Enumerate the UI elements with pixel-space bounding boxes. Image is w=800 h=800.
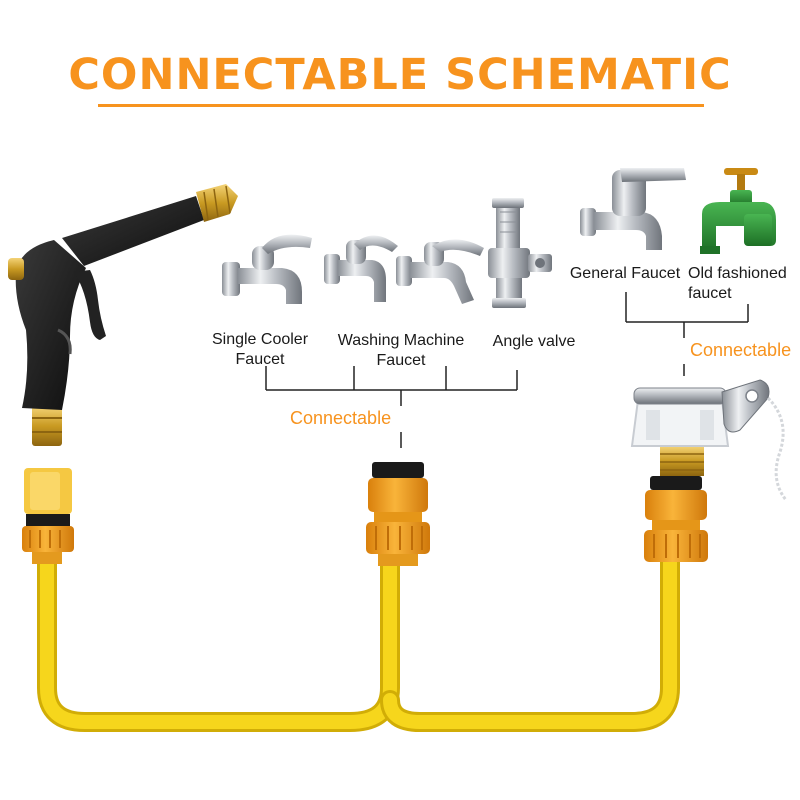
general-faucet-icon [580,168,686,250]
right-group-bracket [625,292,749,376]
connectable-label-right: Connectable [690,340,792,360]
cooler-faucet-icon [222,234,312,304]
label-angle-valve: Angle valve [492,333,576,350]
angle-valve-icon [488,198,552,308]
left-group-bracket [265,366,518,448]
quick-connector-icon [366,462,430,566]
spray-gun-icon [8,184,238,446]
label-washing-machine-faucet: Washing Machine Faucet [337,332,465,369]
title-underline [98,104,704,107]
quick-connector-icon [644,476,708,562]
label-old-fashioned-faucet: Old fashioned faucet [688,265,787,302]
hose-icon [37,550,680,732]
washing-machine-faucet-icon [396,239,484,304]
label-single-cooler-faucet: Single Cooler Faucet [211,331,309,368]
connectable-label-left: Connectable [290,408,392,428]
faucet-adapter-icon [630,379,788,501]
page-title: CONNECTABLE SCHEMATIC [68,50,732,100]
old-fashioned-faucet-icon [700,168,776,254]
quick-connector-icon [22,468,74,564]
washing-machine-faucet-icon [324,235,398,302]
label-general-faucet: General Faucet [569,265,681,282]
